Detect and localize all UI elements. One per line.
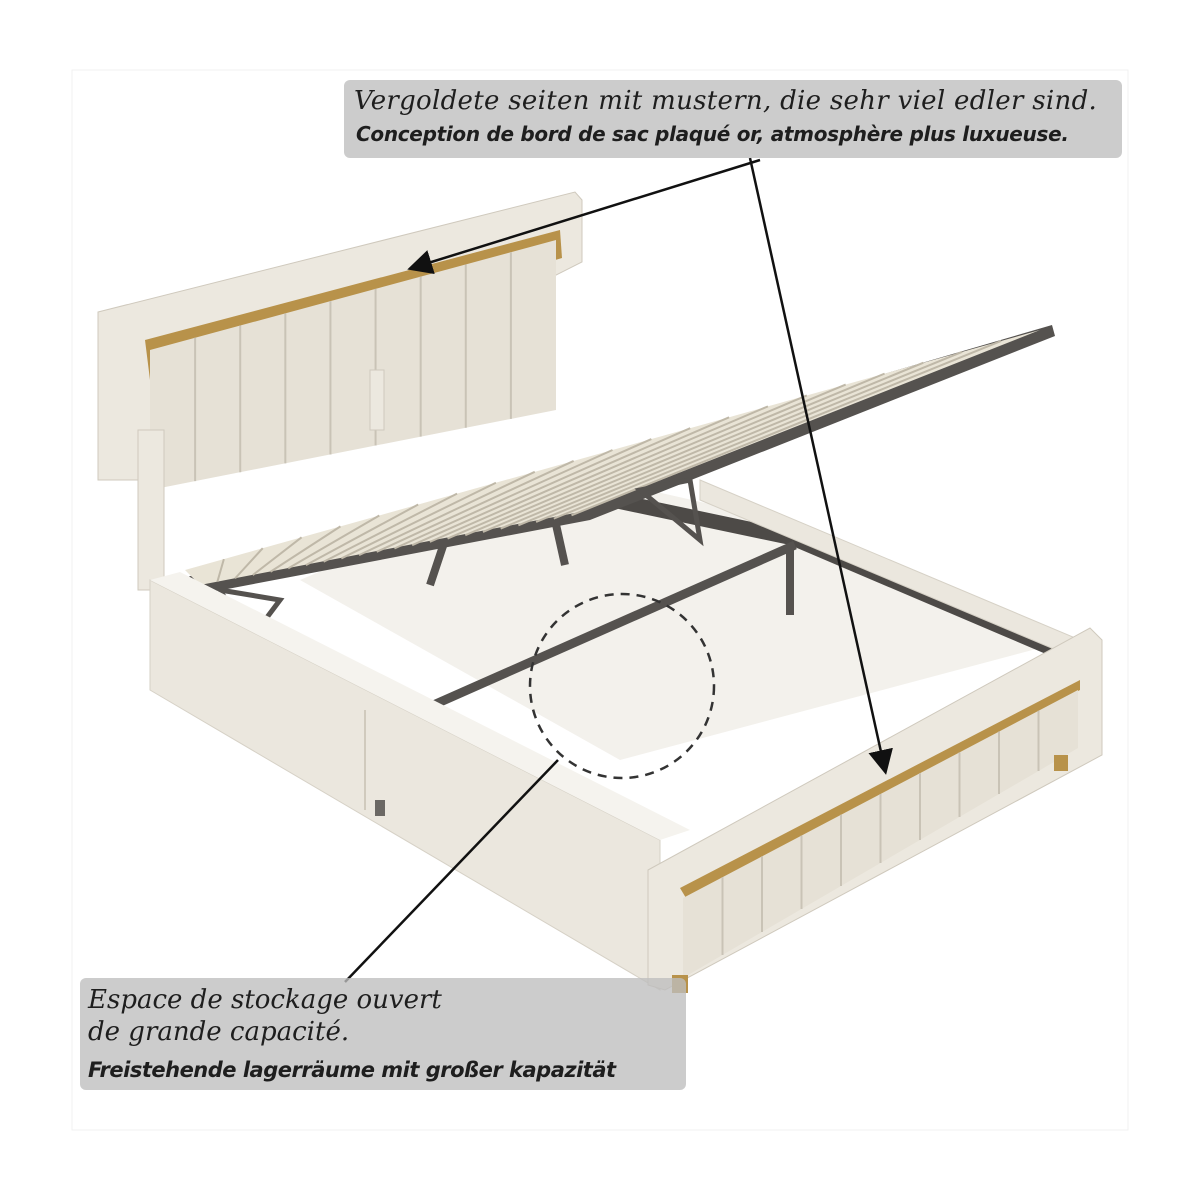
headboard-callout: Vergoldete seiten mit mustern, die sehr … xyxy=(344,80,1122,158)
slat xyxy=(411,438,652,547)
slat xyxy=(216,558,225,582)
slat xyxy=(429,427,691,543)
storage-highlight-circle xyxy=(528,592,716,780)
slat xyxy=(358,470,536,557)
storage-pointer-line xyxy=(344,759,559,983)
slat xyxy=(340,481,497,560)
slat xyxy=(252,536,303,576)
slat xyxy=(287,514,380,570)
headboard-pointer-arrow xyxy=(407,158,761,275)
slat xyxy=(234,547,264,580)
storage-back-wall xyxy=(600,490,1060,660)
storage-callout-french-line1: Espace de stockage ouvert xyxy=(88,985,442,1015)
slat xyxy=(394,449,613,550)
slat xyxy=(376,460,575,553)
slat xyxy=(269,525,341,573)
storage-callout-french-line2: de grande capacité. xyxy=(88,1017,350,1047)
headboard-callout-german: Vergoldete seiten mit mustern, die sehr … xyxy=(354,86,1098,116)
storage-callout-german: Freistehende lagerräume mit großer kapaz… xyxy=(88,1058,616,1082)
headboard-callout-french: Conception de bord de sac plaqué or, atm… xyxy=(356,122,1069,146)
slat xyxy=(571,339,1002,517)
crossbar xyxy=(393,540,797,727)
slat xyxy=(517,372,885,527)
footboard xyxy=(647,627,1103,993)
slat xyxy=(323,492,458,563)
slat xyxy=(305,503,419,566)
headboard xyxy=(97,191,583,591)
slat-platform xyxy=(170,325,1055,645)
slat xyxy=(482,394,808,533)
footboard-pointer-arrow xyxy=(748,157,893,775)
slat xyxy=(535,361,924,523)
slat xyxy=(553,350,963,520)
slat xyxy=(447,416,730,540)
slat xyxy=(464,405,769,537)
slat xyxy=(500,383,847,530)
storage-base-panel xyxy=(300,470,1070,760)
storage-callout: Espace de stockage ouvert de grande capa… xyxy=(80,978,686,1090)
